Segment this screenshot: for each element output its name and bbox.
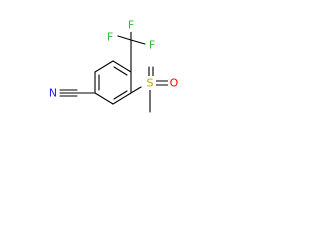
chemical-structure: N F F F S O <box>47 18 180 113</box>
cf-bond <box>117 35 132 41</box>
ring-bond <box>94 92 114 105</box>
ring-double-bond <box>113 66 128 76</box>
fluorine-label: F <box>149 39 155 52</box>
fluorine-label: F <box>128 19 134 32</box>
sulfur-label: S <box>147 77 154 90</box>
ring-bond <box>94 60 114 73</box>
ring-bond <box>112 92 132 105</box>
trifluoromethyl-group: F F F <box>103 18 158 73</box>
ring-bond <box>112 60 132 73</box>
ring-double-bond <box>113 90 128 100</box>
c-s-bond <box>130 86 142 94</box>
nitrogen-label: N <box>49 87 57 100</box>
benzene-ring <box>94 60 132 105</box>
fluorine-label: F <box>107 31 113 44</box>
oxygen-label: O <box>170 77 179 90</box>
nitrile-group: N <box>47 86 96 100</box>
cf-bond <box>130 39 146 45</box>
methylsulfonyl-group: S O <box>130 66 180 113</box>
